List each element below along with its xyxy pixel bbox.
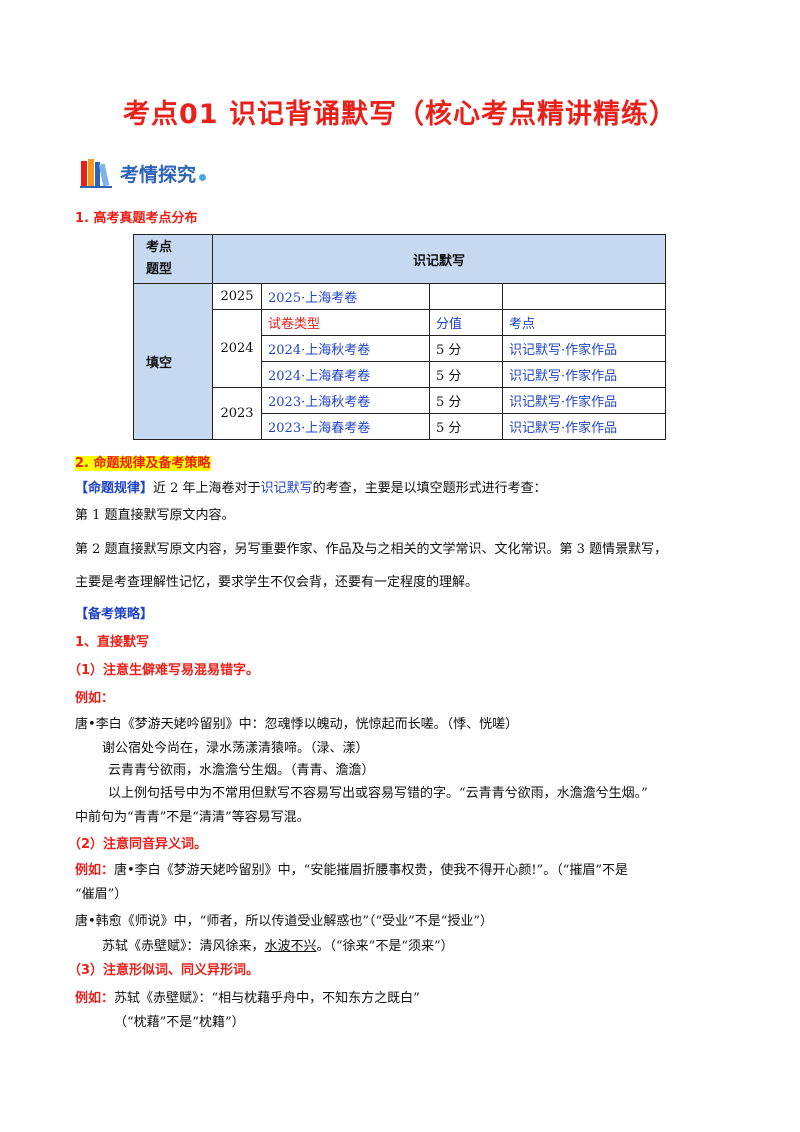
example-line-9: 苏轼《赤壁赋》：清风徐来，水波不兴。（“徐来”不是“须来”） xyxy=(102,935,454,954)
col-header-point: 考点 xyxy=(502,309,666,336)
paragraph-1: 第 1 题直接默写原文内容。 xyxy=(75,508,235,523)
table-cell-score xyxy=(429,283,503,310)
dot-icon xyxy=(199,174,207,181)
table-cell-score: 5 分 xyxy=(429,361,503,388)
corner-top: 考点 xyxy=(146,240,173,255)
l9-pre: 苏轼《赤壁赋》：清风徐来， xyxy=(102,939,265,954)
table-cell-paper: 2025·上海考卷 xyxy=(261,283,430,310)
strategy-1-3: （3）注意形似词、同义异形词。 xyxy=(68,963,260,978)
example-line-11: （“枕藉”不是“枕籍”） xyxy=(114,1015,245,1030)
table-cell-paper: 2023·上海秋考卷 xyxy=(261,387,430,414)
section-heading-strategy: 2. 命题规律及备考策略 xyxy=(75,452,211,471)
section-banner: 考情探究 xyxy=(80,156,207,190)
table-cell-paper: 2024·上海春考卷 xyxy=(261,361,430,388)
example-label: 例如： xyxy=(75,691,115,706)
example-line-5: 中前句为“青青”不是“清清”等容易写混。 xyxy=(75,810,310,825)
example-text: 苏轼《赤壁赋》：“相与枕藉乎舟中，不知东方之既白” xyxy=(114,991,420,1006)
corner-bottom: 题型 xyxy=(146,262,173,277)
example-line-10: 例如：苏轼《赤壁赋》：“相与枕藉乎舟中，不知东方之既白” xyxy=(75,987,420,1006)
strategy-heading: 【备考策略】 xyxy=(75,607,154,622)
rule-label: 【命题规律】 xyxy=(75,481,154,496)
table-cell-point: 识记默写·作家作品 xyxy=(502,387,666,414)
table-cell-point: 识记默写·作家作品 xyxy=(502,413,666,440)
paragraph-3: 主要是考查理解性记忆，要求学生不仅会背，还要有一定程度的理解。 xyxy=(75,575,479,590)
year-2024: 2024 xyxy=(212,309,262,388)
example-line-2: 谢公宿处今尚在，渌水荡漾清猿啼。（渌、漾） xyxy=(102,741,369,756)
table-cell-paper: 2024·上海秋考卷 xyxy=(261,335,430,362)
rule-pre: 近 2 年上海卷对于 xyxy=(153,481,261,496)
section2-text: 2. 命题规律及备考策略 xyxy=(75,456,211,471)
table-cell-score: 5 分 xyxy=(429,413,503,440)
page-title: 考点01 识记背诵默写（核心考点精讲精练） xyxy=(123,99,677,130)
banner-label: 考情探究 xyxy=(120,163,197,186)
books-icon xyxy=(80,159,112,188)
rule-paragraph: 【命题规律】近 2 年上海卷对于识记默写的考查，主要是以填空题形式进行考查： xyxy=(75,477,547,496)
table-cell-point: 识记默写·作家作品 xyxy=(502,361,666,388)
l9-underline: 水波不兴 xyxy=(264,939,317,954)
l9-post: 。（“徐来”不是“须来”） xyxy=(316,939,454,954)
table-cell-score: 5 分 xyxy=(429,335,503,362)
strategy-1-2: （2）注意同音异义词。 xyxy=(68,837,208,852)
section-heading-distribution: 1. 高考真题考点分布 xyxy=(75,211,198,226)
year-2025: 2025 xyxy=(212,283,262,310)
exam-distribution-table: 考点 题型 识记默写 填空 2025 2025·上海考卷 2024 试卷类型 分… xyxy=(133,234,666,440)
example-line-7: “催眉”） xyxy=(75,887,128,902)
year-2023: 2023 xyxy=(212,387,262,440)
example-line-3: 云青青兮欲雨，水澹澹兮生烟。（青青、澹澹） xyxy=(108,763,375,778)
table-header: 识记默写 xyxy=(212,234,666,284)
col-header-paper: 试卷类型 xyxy=(261,309,430,336)
strategy-1-1: （1）注意生僻难写易混易错字。 xyxy=(68,663,260,678)
table-cell-point: 识记默写·作家作品 xyxy=(502,335,666,362)
table-cell-score: 5 分 xyxy=(429,387,503,414)
question-type-cell: 填空 xyxy=(133,283,213,440)
example-line-1: 唐•李白《梦游天姥吟留别》中：忽魂悸以魄动，恍惊起而长嗟。（悸、恍嗟） xyxy=(75,717,519,732)
paragraph-2: 第 2 题直接默写原文内容，另写重要作家、作品及与之相关的文学常识、文化常识。第… xyxy=(75,542,668,557)
rule-link: 识记默写 xyxy=(260,481,313,496)
table-corner: 考点 题型 xyxy=(133,234,213,284)
col-header-score: 分值 xyxy=(429,309,503,336)
example-label: 例如： xyxy=(75,991,115,1006)
table-cell-point xyxy=(502,283,666,310)
strategy-1: 1、直接默写 xyxy=(75,635,150,650)
example-line-6: 例如：唐•李白《梦游天姥吟留别》中，“安能摧眉折腰事权贵，使我不得开心颜!”。（… xyxy=(75,859,628,878)
rule-post: 的考查，主要是以填空题形式进行考查： xyxy=(312,481,547,496)
example-line-8: 唐•韩愈《师说》中，“师者，所以传道受业解惑也”（“受业”不是“授业”） xyxy=(75,914,494,929)
example-line-4: 以上例句括号中为不常用但默写不容易写出或容易写错的字。“云青青兮欲雨，水澹澹兮生… xyxy=(108,786,648,801)
table-cell-paper: 2023·上海春考卷 xyxy=(261,413,430,440)
example-text: 唐•李白《梦游天姥吟留别》中，“安能摧眉折腰事权贵，使我不得开心颜!”。（“摧眉… xyxy=(114,863,628,878)
example-label: 例如： xyxy=(75,863,115,878)
